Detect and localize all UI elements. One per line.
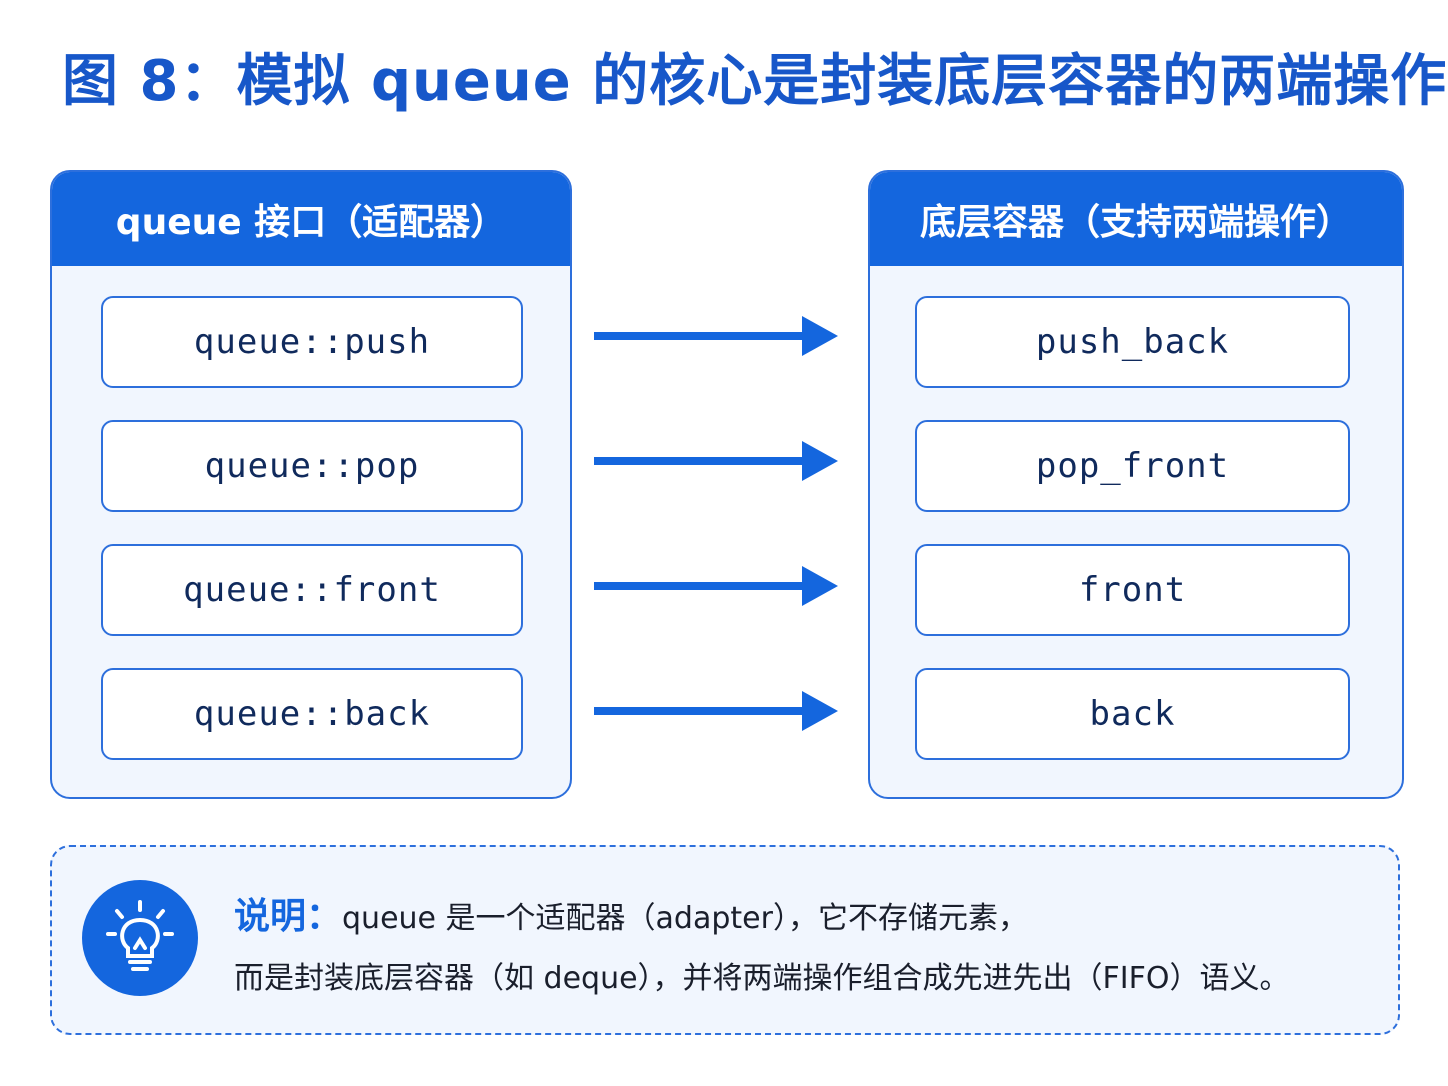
page-title: 图 8：模拟 queue 的核心是封装底层容器的两端操作 (62, 49, 1448, 114)
mapping-arrows (594, 316, 838, 731)
push-back-box: push_back (915, 296, 1350, 388)
note-label: 说明： (234, 896, 343, 937)
underlying-container-header: 底层容器（支持两端操作） (870, 172, 1402, 266)
queue-back-box: queue::back (101, 668, 523, 760)
back-box: back (915, 668, 1350, 760)
queue-front-box: queue::front (101, 544, 523, 636)
note-line-1-text: queue 是一个适配器（adapter），它不存储元素， (342, 901, 1028, 936)
arrow-right-icon (594, 566, 838, 606)
note-line-1: 说明：queue 是一个适配器（adapter），它不存储元素， (234, 887, 1384, 949)
arrow-right-icon (594, 441, 838, 481)
note-box: 说明：queue 是一个适配器（adapter），它不存储元素， 而是封装底层容… (50, 845, 1400, 1035)
queue-interface-panel: queue 接口（适配器） queue::push queue::pop que… (50, 170, 572, 799)
pop-front-box: pop_front (915, 420, 1350, 512)
arrow-right-icon (594, 691, 838, 731)
underlying-container-panel: 底层容器（支持两端操作） push_back pop_front front b… (868, 170, 1404, 799)
note-text: 说明：queue 是一个适配器（adapter），它不存储元素， 而是封装底层容… (234, 887, 1384, 1009)
lightbulb-icon (82, 880, 198, 996)
note-line-2: 而是封装底层容器（如 deque），并将两端操作组合成先进先出（FIFO）语义。 (234, 961, 1290, 996)
front-box: front (915, 544, 1350, 636)
queue-pop-box: queue::pop (101, 420, 523, 512)
queue-push-box: queue::push (101, 296, 523, 388)
arrow-right-icon (594, 316, 838, 356)
queue-interface-header: queue 接口（适配器） (52, 172, 570, 266)
